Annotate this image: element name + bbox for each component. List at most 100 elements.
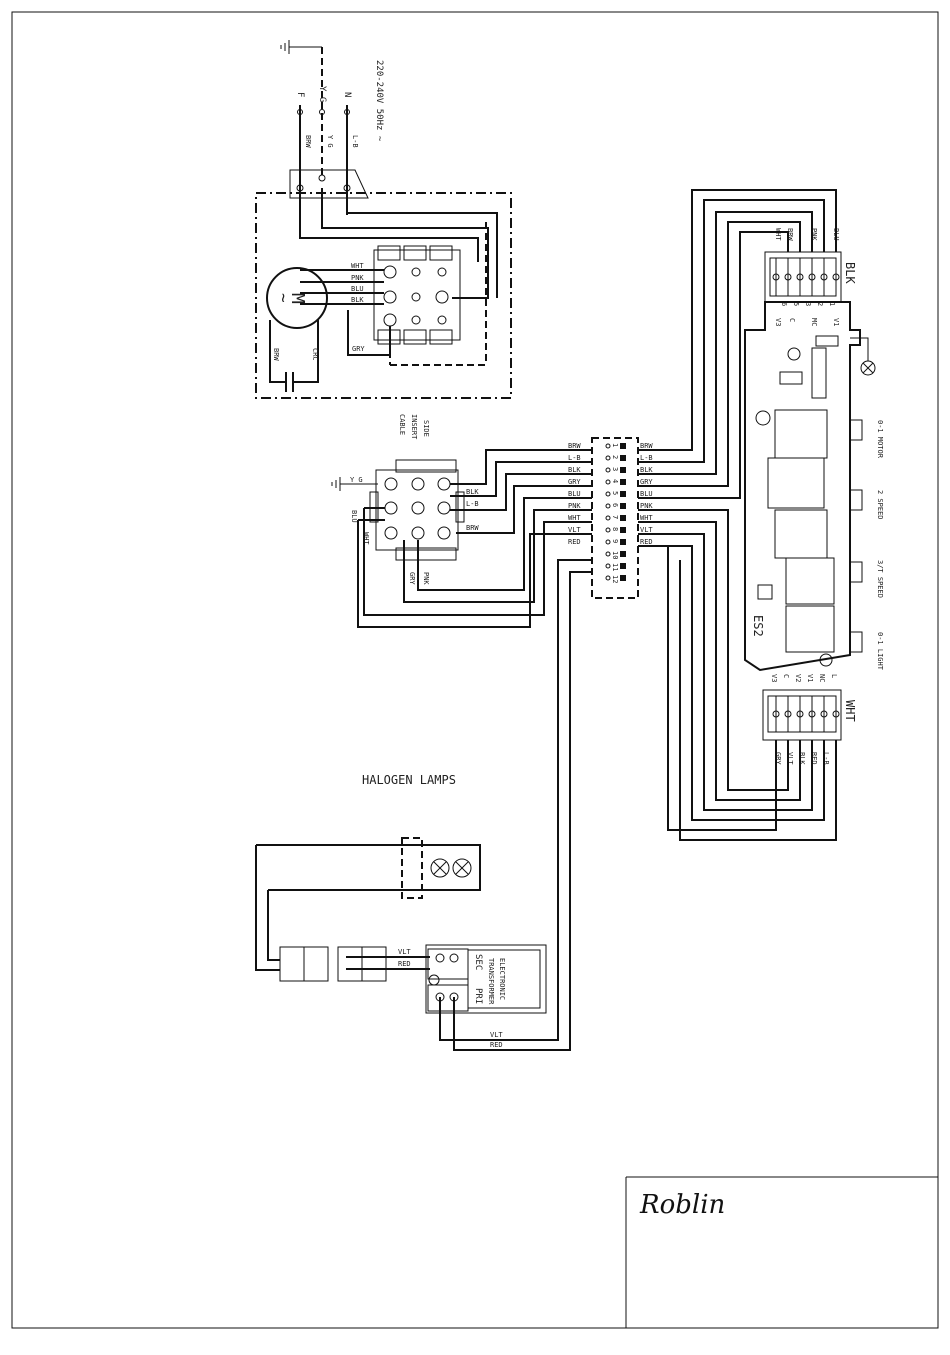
side-insert-title-3: CABLE bbox=[398, 414, 406, 435]
terminal-number: 7 bbox=[611, 515, 619, 519]
terminal-screw bbox=[605, 479, 611, 485]
pcb-top-wire-pnk: PNK bbox=[810, 228, 818, 241]
pcb-top-pin-v3: V3 bbox=[774, 318, 782, 326]
halogen-title: HALOGEN LAMPS bbox=[362, 773, 456, 787]
terminal-screw bbox=[605, 491, 611, 497]
pcb-bottom-pin-v3: V3 bbox=[770, 674, 778, 682]
terminal-screw bbox=[605, 503, 611, 509]
feed-wire-red: RED bbox=[490, 1041, 503, 1049]
connector-pin-head bbox=[808, 273, 816, 281]
connector-pin-head bbox=[772, 273, 780, 281]
pcb-bottom-wire-lb: L-B bbox=[822, 752, 830, 765]
pcb-top-wire-brw: BRW bbox=[786, 228, 794, 241]
side-wire-pnk: PNK bbox=[422, 572, 430, 585]
motor-section: M ~ WHT PNK BLU BLK GRY BRW CRC bbox=[266, 188, 498, 392]
pcb-top-pin-num-6: 6 bbox=[780, 302, 788, 306]
terminal-screw bbox=[605, 467, 611, 473]
lamp-holder bbox=[401, 837, 423, 899]
motor-wire-blk: BLK bbox=[351, 296, 364, 304]
pcb-bottom-pin-nc: NC bbox=[818, 674, 826, 682]
pcb-bottom-pin-v2: V2 bbox=[794, 674, 802, 682]
connector-pin-head bbox=[796, 273, 804, 281]
motor-letter: M bbox=[287, 293, 308, 304]
side-wire-blu: BLU bbox=[350, 510, 358, 523]
pcb-switch-speed-2: 2 SPEED bbox=[876, 490, 884, 520]
transformer-sec: SEC bbox=[473, 954, 483, 970]
terminal-screw bbox=[605, 539, 611, 545]
connector-pin-head bbox=[820, 273, 828, 281]
terminal-right-label: L-B bbox=[640, 454, 653, 462]
pcb-bottom-pin-c: C bbox=[782, 674, 790, 678]
supply-terminal-strip bbox=[289, 169, 369, 199]
terminal-number: 2 bbox=[611, 455, 619, 459]
terminal-block: 123456789101112BRWL-BBLKGRYBLUPNKWHTVLTR… bbox=[568, 437, 653, 599]
pcb-top-wire-wht: WHT bbox=[774, 228, 782, 241]
supply-terminal-f: F bbox=[295, 92, 305, 97]
pcb-bottom-wire-red: RED bbox=[810, 752, 818, 765]
terminal-contact bbox=[620, 527, 626, 533]
terminal-number: 11 bbox=[611, 563, 619, 571]
pcb-top-pin-mc: MC bbox=[810, 318, 818, 326]
terminal-number: 4 bbox=[611, 479, 619, 483]
terminal-contact bbox=[620, 575, 626, 581]
motor-wire-crc: CRC bbox=[311, 348, 319, 361]
terminal-number: 12 bbox=[611, 575, 619, 583]
terminal-screw bbox=[605, 527, 611, 533]
pcb-top-pin-num-5: 5 bbox=[792, 302, 800, 306]
motor-symbol bbox=[266, 267, 328, 329]
pcb-top-connector-label: BLK bbox=[843, 262, 857, 284]
terminal-number: 9 bbox=[611, 539, 619, 543]
halogen-wire-vlt: VLT bbox=[398, 948, 411, 956]
terminal-left-label: BRW bbox=[568, 442, 581, 450]
side-wire-blk: BLK bbox=[466, 488, 479, 496]
side-wire-gry: GRY bbox=[408, 572, 416, 585]
terminal-right-label: VLT bbox=[640, 526, 653, 534]
supply-wire-lb: L-B bbox=[351, 135, 359, 148]
transformer-pri: PRI bbox=[473, 988, 483, 1004]
terminal-right-label: PNK bbox=[640, 502, 653, 510]
motor-wire-gry: GRY bbox=[352, 345, 365, 353]
motor-ac-symbol: ~ bbox=[274, 293, 293, 303]
halogen-wire-red: RED bbox=[398, 960, 411, 968]
roblin-logo: Roblin bbox=[639, 1190, 725, 1220]
feed-wire-vlt: VLT bbox=[490, 1031, 503, 1039]
terminal-number: 5 bbox=[611, 491, 619, 495]
terminal-screw bbox=[605, 455, 611, 461]
pcb-bottom-connector bbox=[762, 689, 842, 741]
terminal-contact bbox=[620, 455, 626, 461]
connector-pin-head bbox=[832, 710, 840, 718]
terminal-number: 10 bbox=[611, 551, 619, 559]
terminal-screw bbox=[605, 515, 611, 521]
pcb-bottom-pin-v1: V1 bbox=[806, 674, 814, 682]
terminal-left-label: L-B bbox=[568, 454, 581, 462]
terminal-contact bbox=[620, 551, 626, 557]
motor-wire-pnk: PNK bbox=[351, 274, 364, 282]
sheet-border bbox=[11, 11, 939, 1329]
terminal-right-label: RED bbox=[640, 538, 653, 546]
supply-wire-yg: Y G bbox=[326, 135, 334, 148]
terminal-number: 8 bbox=[611, 527, 619, 531]
terminal-number: 1 bbox=[611, 443, 619, 447]
terminal-left-label: VLT bbox=[568, 526, 581, 534]
terminal-right-label: BLU bbox=[640, 490, 653, 498]
pcb-switch-motor: 0-1 MOTOR bbox=[876, 420, 884, 459]
terminal-contact bbox=[620, 563, 626, 569]
side-wire-lb: L-B bbox=[466, 500, 479, 508]
pcb-wiring bbox=[638, 189, 837, 841]
pcb-bottom-connector-label: WHT bbox=[843, 700, 857, 722]
side-insert-ground: Y G bbox=[350, 476, 363, 484]
terminal-screw bbox=[605, 551, 611, 557]
transformer-label-2: TRANSFORMER bbox=[487, 958, 495, 1005]
terminal-right-label: BLK bbox=[640, 466, 653, 474]
terminal-left-label: BLK bbox=[568, 466, 581, 474]
pcb-bottom-pin-l: L bbox=[830, 674, 838, 678]
terminal-number: 3 bbox=[611, 467, 619, 471]
terminal-left-label: RED bbox=[568, 538, 581, 546]
side-wire-brw: BRW bbox=[466, 524, 479, 532]
pcb-board-id: ES2 bbox=[751, 615, 765, 637]
supply-terminal-n: N bbox=[342, 92, 352, 97]
pcb-top-pin-num-3: 3 bbox=[804, 302, 812, 306]
pcb-bottom-wire-vlt: VLT bbox=[786, 752, 794, 765]
motor-wire-blu: BLU bbox=[351, 285, 364, 293]
